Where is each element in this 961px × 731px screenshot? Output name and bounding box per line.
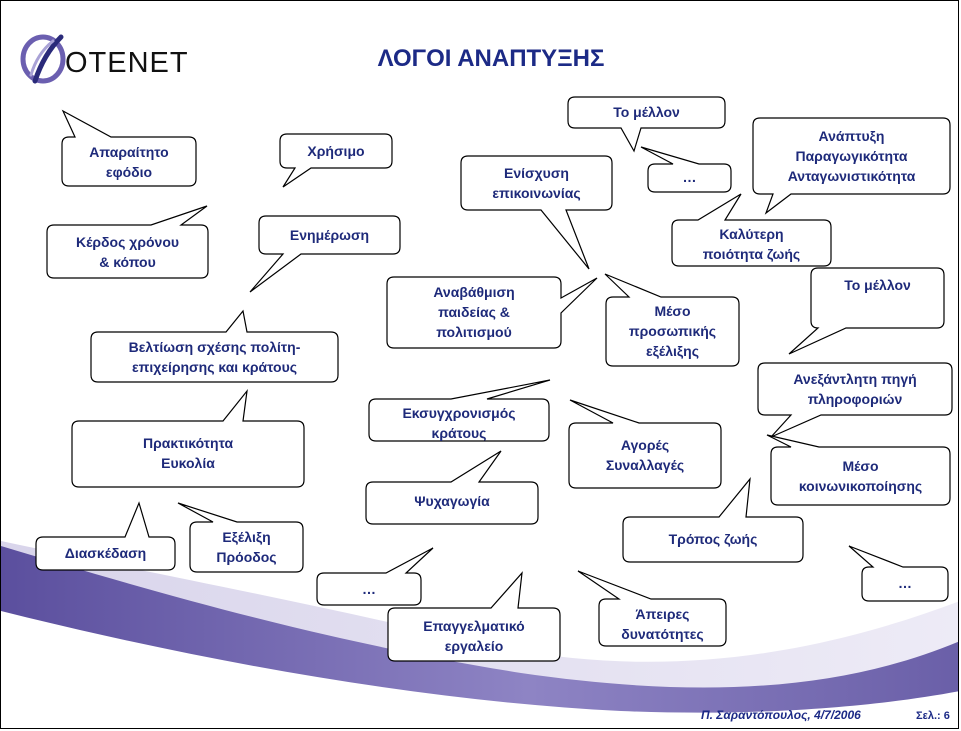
speech-bubble [640, 146, 732, 193]
speech-bubble [316, 547, 434, 606]
bubble-label: Εκσυγχρονισμός κράτους [402, 405, 516, 441]
bubble-label: … [682, 169, 697, 185]
speech-bubble [848, 545, 949, 602]
bubble-label: Μέσο προσωπικής εξέλιξης [628, 303, 717, 359]
bubble-label: Διασκέδαση [64, 545, 147, 561]
speech-bubble [71, 388, 305, 488]
speech-bubble [35, 501, 176, 571]
bubble-label: Μέσο κοινωνικοποίησης [798, 458, 923, 494]
speech-bubble [766, 434, 951, 506]
speech-bubble [279, 133, 393, 188]
speech-bubble [386, 276, 598, 349]
footer-page-number: Σελ.: 6 [916, 710, 950, 722]
bubble-label: Ψυχαγωγία [414, 493, 490, 509]
speech-bubble [788, 267, 945, 355]
bubble-label: Καλύτερη ποιότητα ζωής [702, 226, 801, 262]
bubble-label: … [362, 581, 376, 597]
speech-bubble [604, 273, 740, 367]
speech-bubble [752, 117, 951, 215]
speech-bubble [61, 109, 197, 187]
bubble-label: Ενίσχυση επικοινωνίας [492, 165, 581, 201]
speech-bubble [368, 379, 551, 442]
page-title: ΛΟΓΟΙ ΑΝΑΠΤΥΞΗΣ [377, 45, 605, 72]
otenet-logo-icon [20, 34, 66, 84]
speech-bubble [757, 362, 953, 438]
speech-bubble [460, 155, 613, 270]
bubble-label: Το μέλλον [844, 277, 911, 293]
bubble-label: Απαραίτητο εφόδιο [89, 144, 169, 180]
speech-bubble [90, 309, 339, 383]
speech-bubble [177, 502, 304, 573]
bubble-label: Επαγγελματικό εργαλείο [423, 618, 525, 654]
bubble-label: Ενημέρωση [289, 227, 370, 243]
bubble-label: … [898, 575, 912, 591]
bubble-label: Άπειρες δυνατότητες [621, 606, 704, 642]
speech-bubble [249, 215, 401, 293]
bubble-label: Κέρδος χρόνου & κόπου [75, 234, 180, 270]
bubble-label: Χρήσιμο [307, 143, 365, 159]
bubble-label: Πρακτικότητα Ευκολία [142, 435, 234, 471]
footer-author-date: Π. Σαραντόπουλος, 4/7/2006 [701, 708, 861, 722]
bubble-label: Τρόπος ζωής [668, 531, 758, 547]
bubble-label: Αγορές Συναλλαγές [605, 437, 685, 473]
speech-bubble [567, 96, 726, 153]
speech-bubble [671, 193, 832, 267]
speech-bubble [577, 570, 727, 647]
bubble-label: Βελτίωση σχέσης πολίτη- επιχείρησης και … [128, 339, 301, 375]
speech-bubble [46, 205, 209, 279]
speech-bubble [387, 571, 561, 662]
bubble-label: Ανάπτυξη Παραγωγικότητα Ανταγωνιστικότητ… [787, 128, 916, 184]
speech-bubble [568, 399, 722, 489]
speech-bubble [622, 477, 804, 563]
bubble-label: Το μέλλον [613, 104, 680, 120]
bubble-label: Εξέλιξη Πρόοδος [216, 529, 277, 565]
logo-text: OTENET [65, 47, 189, 79]
bubble-label: Αναβάθμιση παιδείας & πολιτισμού [433, 284, 515, 340]
bubble-label: Ανεξάντλητη πηγή πληροφοριών [793, 371, 917, 407]
speech-bubble [365, 450, 539, 525]
